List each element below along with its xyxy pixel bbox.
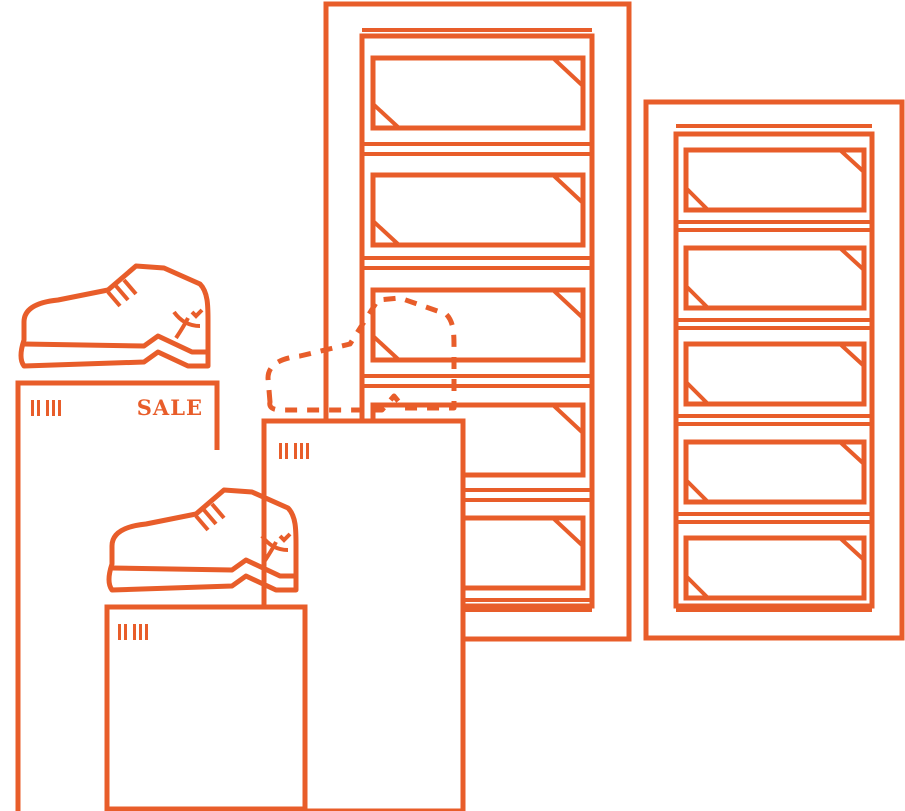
sneaker-icon: [21, 266, 208, 366]
sale-label: SALE: [137, 395, 203, 420]
pedestal-front: [104, 604, 308, 811]
shoebox-icon: [373, 290, 583, 360]
shoebox-icon: [373, 58, 583, 128]
shoebox-icon: [373, 175, 583, 245]
shoebox-icon: [686, 248, 864, 308]
shoebox-icon: [686, 344, 864, 404]
sneaker-outline-icon: [265, 295, 457, 413]
shelf-cabinet-right: [643, 99, 905, 641]
pedestal-sale: SALE: [15, 380, 220, 811]
shoebox-icon: [686, 442, 864, 502]
shoebox-icon: [686, 538, 864, 598]
shoebox-icon: [686, 150, 864, 210]
